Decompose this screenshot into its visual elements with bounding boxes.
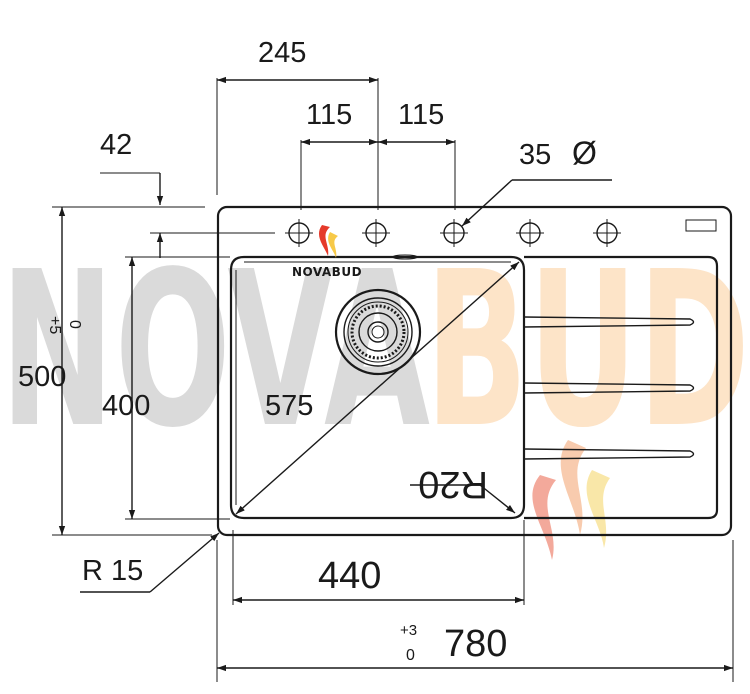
dimension-lines [52, 76, 734, 682]
dim-label-575: 575 [265, 390, 313, 422]
bowl [229, 255, 526, 520]
dim-tol-500-top: 0 [66, 320, 83, 329]
dim-tol-780-bottom: 0 [406, 647, 415, 664]
overflow-slot [685, 219, 717, 232]
drainer-board [524, 255, 719, 520]
dimension-labels: 245 115 115 35 Ø 42 500 0 +5 400 575 R20… [18, 37, 597, 665]
dim-label-35: 35 [519, 139, 551, 171]
faucet-hole-icon [593, 219, 621, 247]
dim-label-400: 400 [102, 390, 150, 422]
faucet-hole-icon [285, 219, 313, 247]
dim-label-r20: R20 [418, 463, 488, 505]
dim-label-115-right: 115 [398, 99, 444, 131]
dim-label-115-left: 115 [306, 99, 352, 131]
faucet-hole-icon [516, 219, 544, 247]
faucet-hole-icon [362, 219, 390, 247]
dim-label-440: 440 [318, 555, 381, 597]
sink-outer-edge [216, 205, 733, 537]
dim-label-r15: R 15 [82, 555, 143, 587]
dim-label-245: 245 [258, 37, 306, 69]
dim-tol-780-top: +3 [400, 622, 417, 639]
dim-label-780: 780 [444, 623, 507, 665]
diameter-symbol-icon: Ø [572, 135, 597, 171]
dim-tol-500-bottom: +5 [46, 316, 63, 334]
watermark-text-bud: BUD [425, 226, 750, 475]
faucet-holes [285, 219, 621, 247]
faucet-hole-icon [440, 219, 468, 247]
drainer-grooves [523, 316, 695, 460]
logo-text: NOVABUD [292, 265, 362, 279]
watermark-text-nova: NOVA [0, 226, 430, 475]
dim-label-42: 42 [100, 129, 132, 161]
dim-label-500: 500 [18, 361, 66, 393]
